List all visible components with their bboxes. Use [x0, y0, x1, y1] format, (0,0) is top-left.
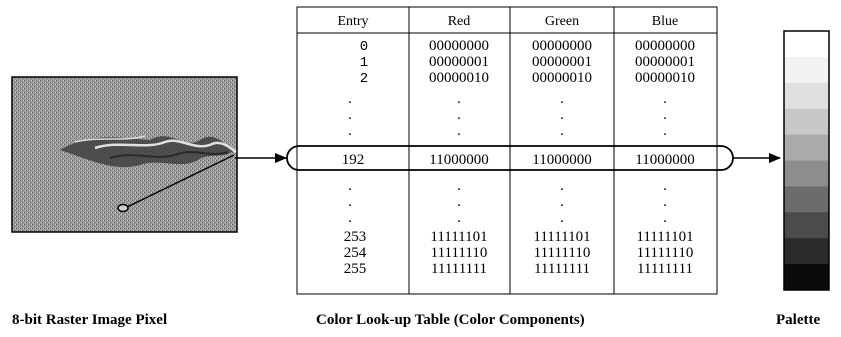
- green-cell: 11111110: [534, 245, 591, 261]
- blue-cell: 11111111: [637, 261, 693, 277]
- svg-text:.: .: [663, 194, 667, 210]
- green-cell: 00000000: [532, 38, 592, 54]
- svg-text:.: .: [348, 210, 352, 226]
- ellipsis-above: . . . . . . . . . . . .: [348, 91, 667, 139]
- highlight-green: 11000000: [532, 152, 591, 168]
- palette-swatch: [784, 160, 829, 187]
- palette-swatch: [784, 212, 829, 239]
- svg-text:.: .: [457, 210, 461, 226]
- entry-cell: 253: [344, 229, 367, 245]
- ellipsis-below: . . . . . . . . . . . .: [348, 178, 667, 226]
- palette-swatch: [784, 264, 829, 291]
- entry-cell: 1: [360, 55, 368, 71]
- highlight-entry: 192: [342, 152, 365, 168]
- lookup-table: Entry Red Green Blue 0 00000000 00000000…: [286, 6, 734, 295]
- caption-raster-image: 8-bit Raster Image Pixel: [12, 312, 168, 328]
- svg-text:.: .: [560, 107, 564, 123]
- palette-swatch: [784, 134, 829, 161]
- red-cell: 11111110: [431, 245, 488, 261]
- svg-text:.: .: [560, 123, 564, 139]
- svg-text:.: .: [348, 91, 352, 107]
- pixel-marker: [117, 203, 129, 213]
- svg-text:.: .: [560, 210, 564, 226]
- svg-text:.: .: [457, 123, 461, 139]
- entry-cell: 254: [344, 245, 367, 261]
- palette-swatch: [784, 31, 829, 58]
- svg-text:.: .: [663, 123, 667, 139]
- svg-text:.: .: [560, 194, 564, 210]
- blue-cell: 11111110: [637, 245, 694, 261]
- entry-cell: 2: [360, 71, 368, 87]
- green-cell: 00000001: [532, 54, 592, 70]
- pixel-pointer-line: [124, 154, 235, 209]
- header-entry: Entry: [337, 14, 368, 29]
- svg-text:.: .: [560, 91, 564, 107]
- svg-text:.: .: [457, 107, 461, 123]
- svg-text:.: .: [348, 123, 352, 139]
- entry-cell: 0: [360, 39, 368, 55]
- blue-cell: 00000001: [635, 54, 695, 70]
- green-cell: 11111111: [534, 261, 590, 277]
- palette-swatch: [784, 56, 829, 84]
- palette-swatch: [784, 186, 829, 213]
- palette-swatch: [784, 82, 829, 110]
- header-green: Green: [545, 14, 579, 29]
- red-cell: 00000000: [429, 38, 489, 54]
- svg-text:.: .: [348, 107, 352, 123]
- palette-swatch: [784, 108, 829, 136]
- blue-cell: 00000010: [635, 70, 695, 86]
- green-cell: 00000010: [532, 70, 592, 86]
- svg-text:.: .: [663, 107, 667, 123]
- palette-strip: [784, 31, 829, 291]
- red-cell: 11111101: [430, 229, 487, 245]
- svg-text:.: .: [348, 194, 352, 210]
- svg-text:.: .: [663, 91, 667, 107]
- svg-text:.: .: [457, 91, 461, 107]
- header-red: Red: [448, 14, 471, 29]
- red-cell: 00000010: [429, 70, 489, 86]
- svg-text:.: .: [560, 178, 564, 194]
- svg-text:.: .: [457, 194, 461, 210]
- svg-text:.: .: [663, 210, 667, 226]
- red-cell: 00000001: [429, 54, 489, 70]
- caption-lookup-table: Color Look-up Table (Color Components): [316, 312, 585, 328]
- palette-swatch: [784, 238, 829, 265]
- blue-cell: 11111101: [636, 229, 693, 245]
- red-cell: 11111111: [431, 261, 487, 277]
- highlight-red: 11000000: [429, 152, 488, 168]
- svg-text:.: .: [348, 178, 352, 194]
- green-cell: 11111101: [533, 229, 590, 245]
- svg-text:.: .: [663, 178, 667, 194]
- highlight-blue: 11000000: [635, 152, 694, 168]
- raster-image: [11, 76, 238, 233]
- caption-palette: Palette: [776, 312, 821, 328]
- entry-cell: 255: [344, 261, 367, 277]
- blue-cell: 00000000: [635, 38, 695, 54]
- header-blue: Blue: [652, 14, 678, 29]
- svg-text:.: .: [457, 178, 461, 194]
